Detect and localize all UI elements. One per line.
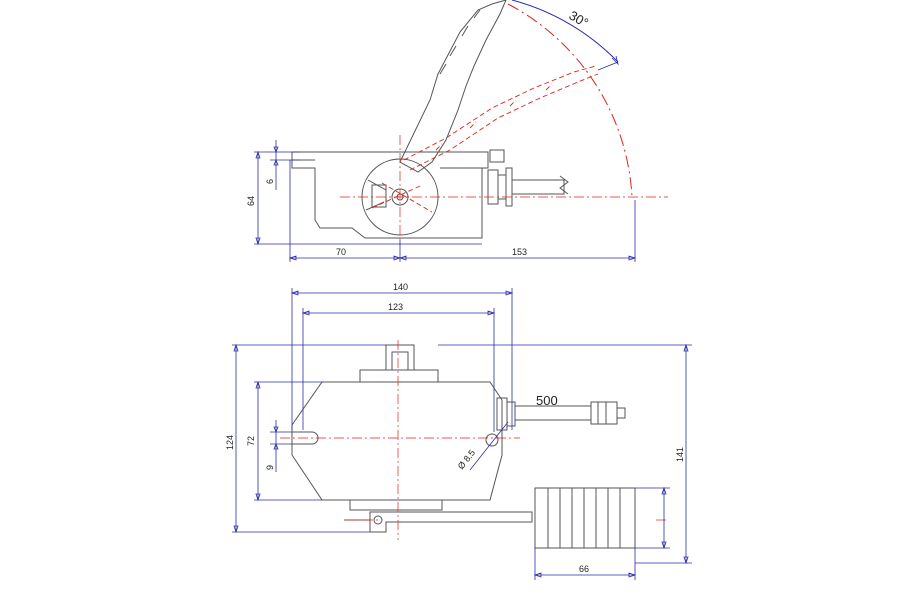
dim-153: 153 xyxy=(512,247,527,257)
top-boss xyxy=(359,369,439,383)
dim-70: 70 xyxy=(336,247,346,257)
dim-66: 66 xyxy=(579,564,589,574)
dim-72: 72 xyxy=(246,436,256,446)
top-view: 140 123 124 72 9 Ø 8.5 500 xyxy=(225,282,692,580)
top-hole xyxy=(485,433,499,447)
dim-hole: Ø 8.5 xyxy=(456,448,477,472)
side-housing xyxy=(291,151,489,239)
side-cable-nut xyxy=(487,169,499,205)
dim-6: 6 xyxy=(265,179,275,184)
top-housing xyxy=(291,381,503,501)
dim-9: 9 xyxy=(265,465,275,470)
side-pedal-lever xyxy=(399,0,507,173)
dim-140: 140 xyxy=(393,282,408,292)
dim-500: 500 xyxy=(536,393,558,408)
dim-124: 124 xyxy=(225,435,235,450)
side-view: 30° 70 153 64 6 xyxy=(246,0,668,262)
dim-141: 141 xyxy=(675,447,685,462)
top-lever-arm xyxy=(369,511,533,533)
side-pedal-phantom xyxy=(403,65,599,171)
top-cable-end xyxy=(590,401,618,425)
top-pedal-pad xyxy=(534,487,636,549)
dim-64: 64 xyxy=(246,196,256,206)
dim-123: 123 xyxy=(388,302,403,312)
angle-label: 30° xyxy=(567,8,592,31)
